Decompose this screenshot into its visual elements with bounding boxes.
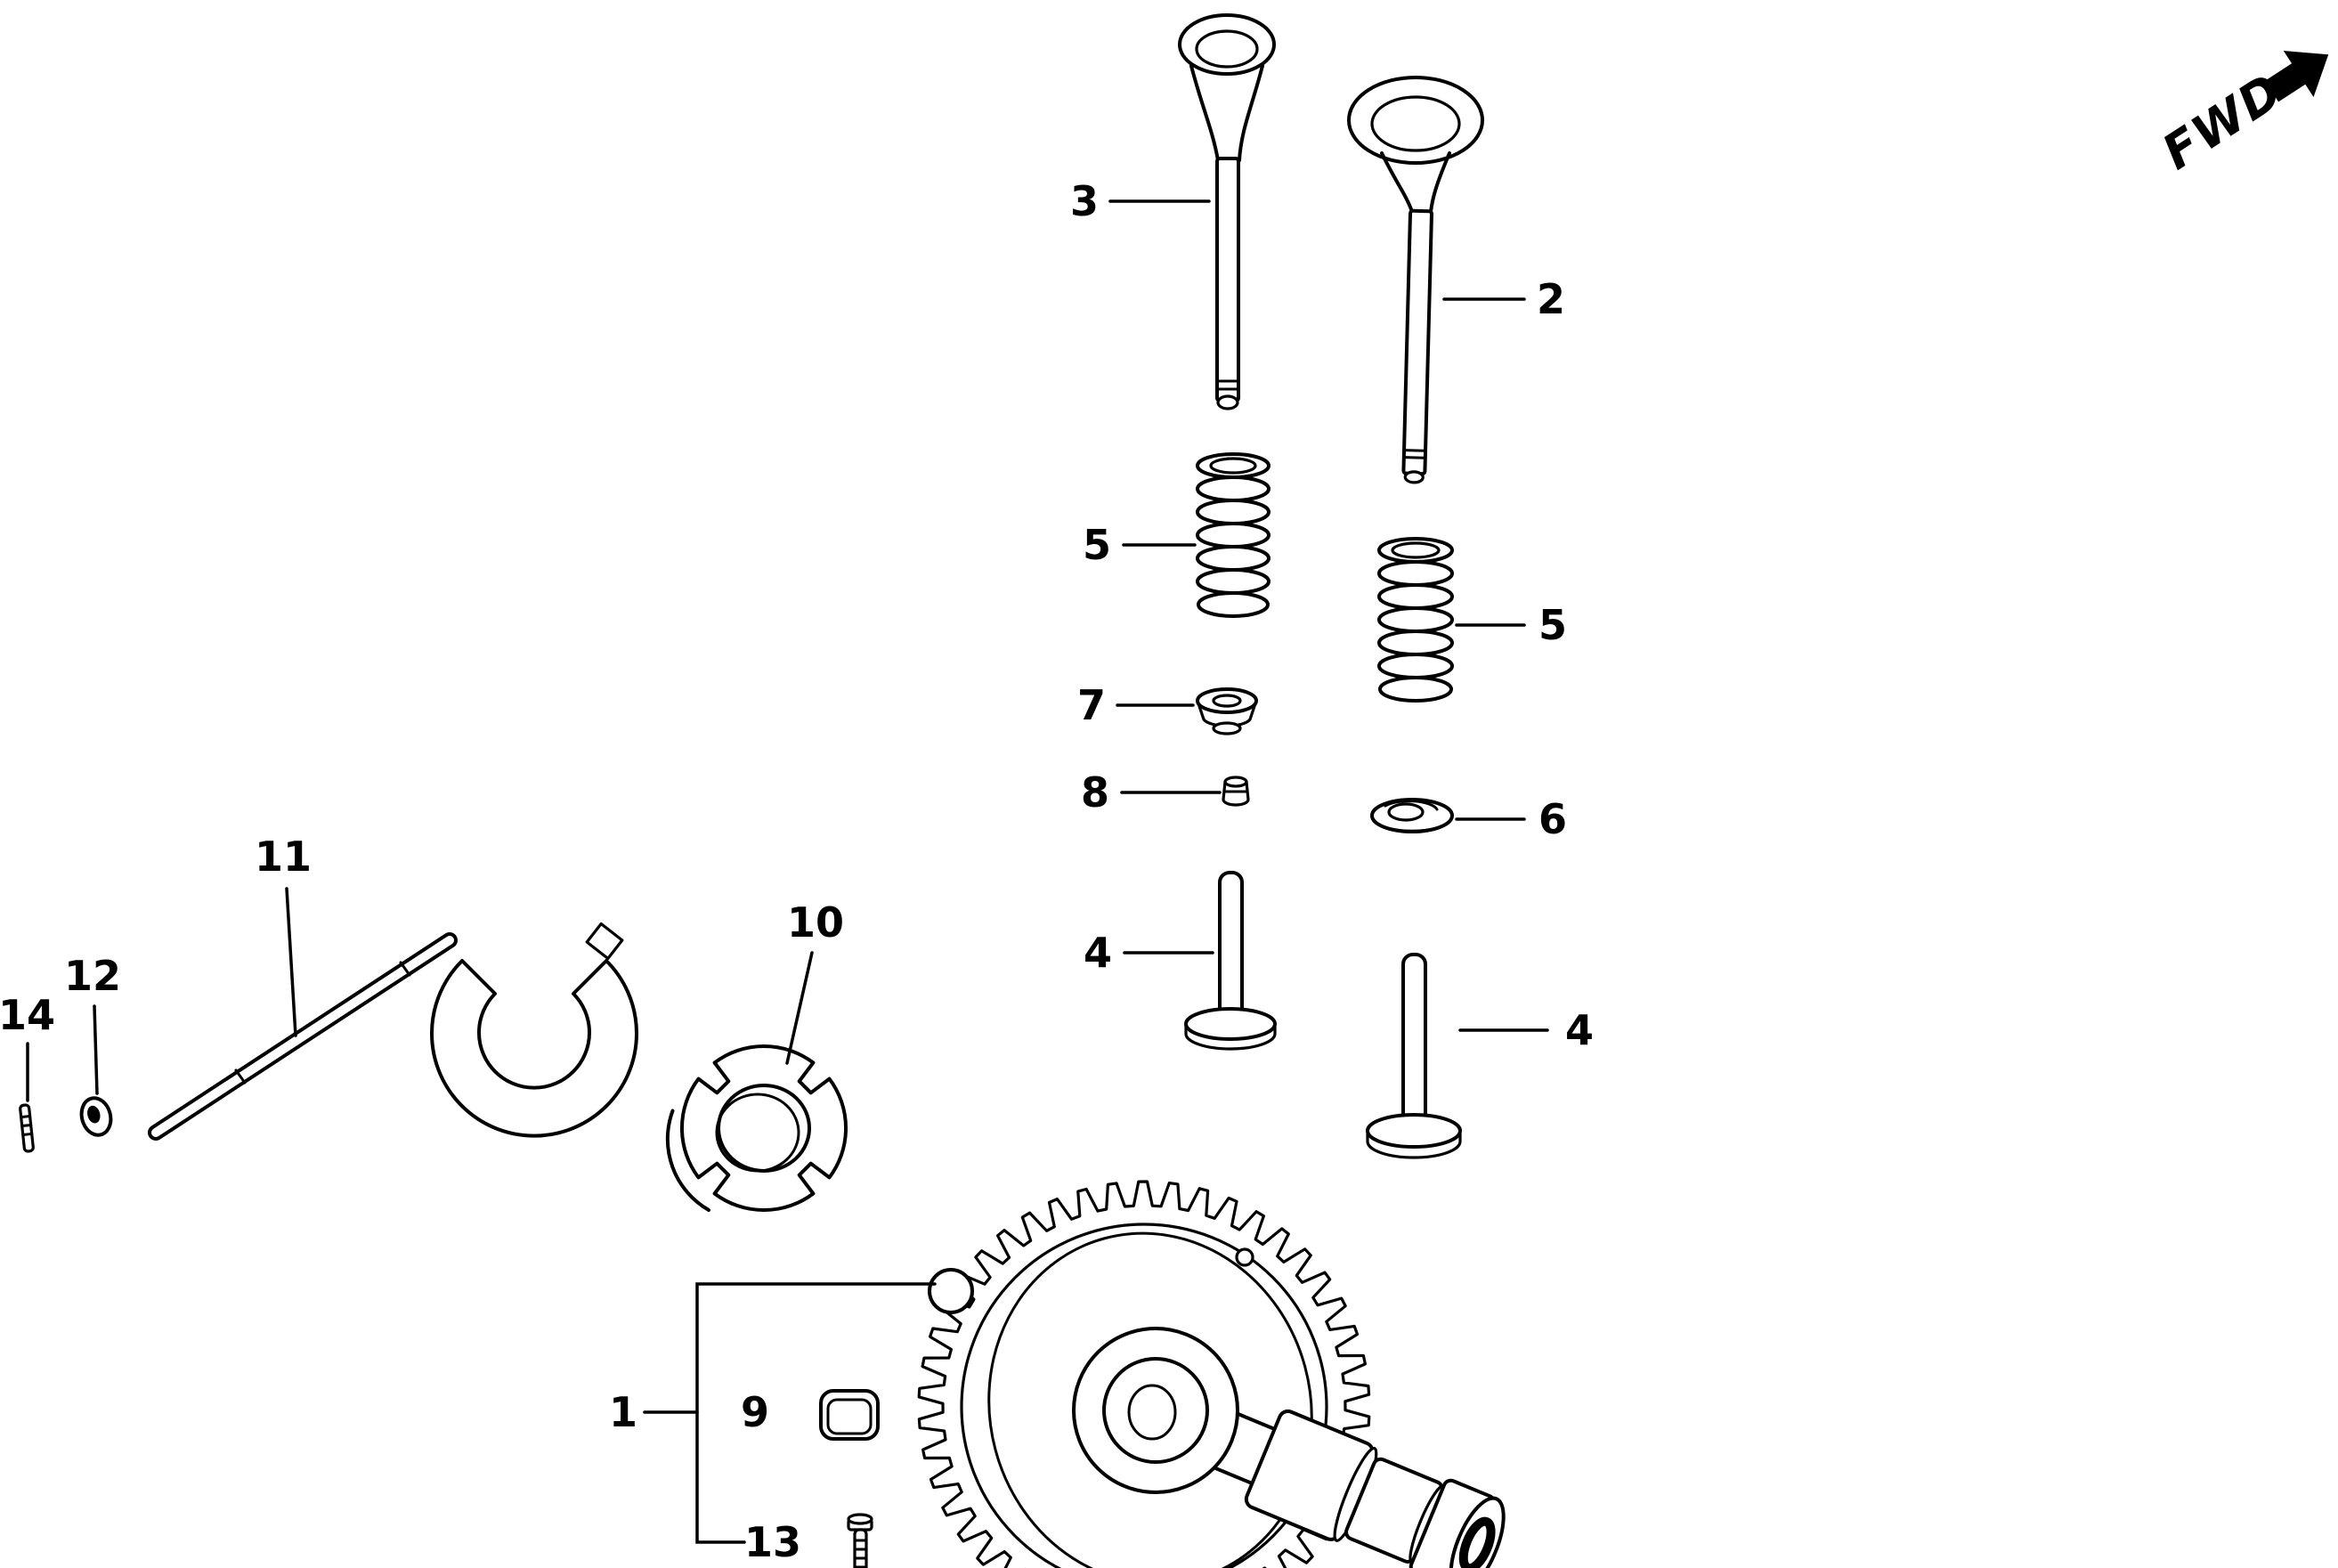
- callout-line-10: [785, 951, 814, 1065]
- callout-2: 2: [1537, 275, 1565, 323]
- valve-spring-left: [1196, 452, 1270, 618]
- callout-4a: 4: [1084, 929, 1112, 977]
- callout-10: 10: [787, 898, 844, 946]
- callout-11: 11: [255, 833, 312, 881]
- woodruff-key: [819, 1389, 880, 1441]
- valve-right: [1347, 76, 1484, 484]
- governor-arm-shaft: [148, 922, 638, 1141]
- valve-keeper: [1222, 776, 1250, 807]
- callout-line-11: [285, 887, 297, 1037]
- callout-lines: [26, 199, 1549, 1544]
- callout-9: 9: [741, 1388, 769, 1436]
- spring-retainer: [1196, 687, 1258, 735]
- spring-seat: [1370, 798, 1454, 833]
- holder-plate: [665, 1044, 848, 1212]
- callout-1: 1: [609, 1388, 637, 1436]
- valve-left: [1178, 13, 1276, 410]
- washer: [79, 1096, 113, 1137]
- callout-14: 14: [0, 991, 55, 1039]
- valve-lifter-right: [1366, 953, 1462, 1159]
- callout-6: 6: [1538, 795, 1567, 843]
- cam-shaft: [1178, 1398, 1506, 1568]
- valve-spring-right: [1377, 537, 1454, 703]
- callout-4b: 4: [1565, 1006, 1594, 1054]
- callout-12: 12: [64, 952, 121, 1000]
- fwd-arrow-icon: [2264, 50, 2329, 102]
- pin: [19, 1103, 35, 1153]
- callout-bracket-1: [695, 1282, 937, 1544]
- callout-5a: 5: [1083, 521, 1111, 569]
- callout-7: 7: [1077, 681, 1106, 729]
- callout-5b: 5: [1538, 601, 1567, 649]
- fwd-marker: FWD: [2153, 50, 2329, 181]
- callout-8: 8: [1081, 768, 1109, 816]
- callout-13: 13: [744, 1518, 801, 1566]
- callout-line-12: [93, 1004, 99, 1095]
- bolt: [847, 1513, 873, 1568]
- camshaft-assembly: [917, 1180, 1506, 1568]
- valve-lifter-left: [1184, 871, 1277, 1051]
- callout-labels: 3 2 5 5 7 8 6 4 4 11 12 14 10 1 9 13: [0, 177, 1594, 1566]
- callout-3: 3: [1070, 177, 1099, 225]
